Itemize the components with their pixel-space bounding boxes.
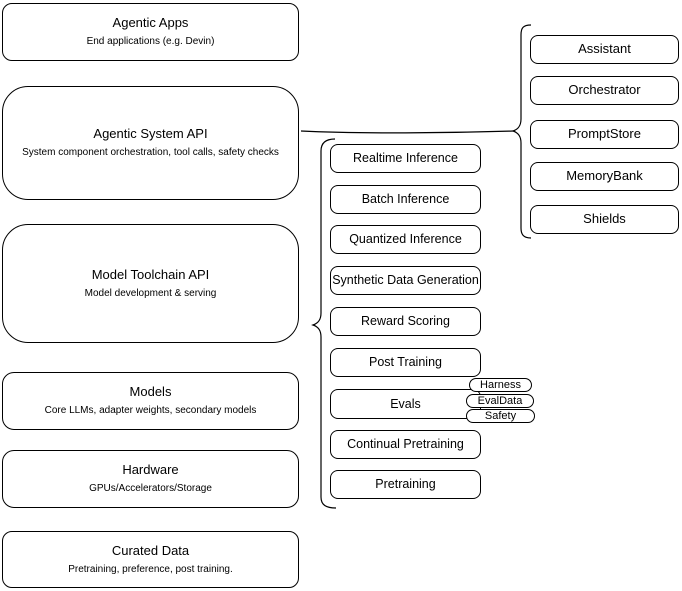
node-hardware: Hardware GPUs/Accelerators/Storage	[2, 450, 299, 508]
tag-label: Harness	[480, 379, 521, 391]
node-realtime-inference: Realtime Inference	[330, 144, 481, 173]
tag-safety: Safety	[466, 409, 535, 423]
node-label: Synthetic Data Generation	[332, 273, 479, 288]
node-title: Curated Data	[111, 542, 190, 558]
connector-system-api-to-components	[300, 130, 514, 134]
node-subtitle: Model development & serving	[84, 287, 217, 299]
node-pretraining: Pretraining	[330, 470, 481, 499]
node-agentic-system-api: Agentic System API System component orch…	[2, 86, 299, 200]
node-shields: Shields	[530, 205, 679, 234]
tag-harness: Harness	[469, 378, 532, 392]
node-batch-inference: Batch Inference	[330, 185, 481, 214]
node-assistant: Assistant	[530, 35, 679, 64]
node-label: Orchestrator	[568, 82, 641, 98]
node-promptstore: PromptStore	[530, 120, 679, 149]
tag-evaldata: EvalData	[466, 394, 534, 408]
node-title: Model Toolchain API	[91, 266, 210, 282]
node-subtitle: System component orchestration, tool cal…	[22, 147, 279, 159]
node-label: Shields	[583, 211, 626, 227]
tag-label: EvalData	[477, 395, 523, 407]
node-label: Continual Pretraining	[347, 437, 464, 452]
node-quantized-inference: Quantized Inference	[330, 225, 481, 254]
node-subtitle: GPUs/Accelerators/Storage	[89, 483, 212, 495]
node-evals: Evals	[330, 389, 481, 419]
node-label: Realtime Inference	[353, 151, 458, 166]
node-model-toolchain-api: Model Toolchain API Model development & …	[2, 224, 299, 343]
node-synthetic-data-generation: Synthetic Data Generation	[330, 266, 481, 295]
node-memorybank: MemoryBank	[530, 162, 679, 191]
node-orchestrator: Orchestrator	[530, 76, 679, 105]
brace-system-components-group	[511, 24, 532, 239]
node-label: Quantized Inference	[349, 232, 462, 247]
node-reward-scoring: Reward Scoring	[330, 307, 481, 336]
node-label: Reward Scoring	[361, 314, 450, 329]
node-label: Pretraining	[375, 477, 436, 492]
node-title: Agentic System API	[93, 126, 208, 142]
node-models: Models Core LLMs, adapter weights, secon…	[2, 372, 299, 430]
node-title: Models	[129, 384, 172, 400]
node-curated-data: Curated Data Pretraining, preference, po…	[2, 531, 299, 588]
node-subtitle: Pretraining, preference, post training.	[68, 563, 233, 575]
node-post-training: Post Training	[330, 348, 481, 377]
node-label: MemoryBank	[566, 168, 643, 184]
tag-label: Safety	[484, 410, 517, 422]
node-label: Batch Inference	[361, 192, 450, 207]
node-continual-pretraining: Continual Pretraining	[330, 430, 481, 459]
node-subtitle: Core LLMs, adapter weights, secondary mo…	[44, 405, 257, 417]
node-title: Hardware	[122, 462, 179, 478]
node-label: Assistant	[578, 41, 631, 57]
node-subtitle: End applications (e.g. Devin)	[86, 36, 215, 48]
node-label: Evals	[390, 396, 421, 411]
node-label: Post Training	[369, 355, 442, 370]
node-agentic-apps: Agentic Apps End applications (e.g. Devi…	[2, 3, 299, 61]
node-title: Agentic Apps	[112, 15, 189, 31]
node-label: PromptStore	[568, 126, 641, 142]
